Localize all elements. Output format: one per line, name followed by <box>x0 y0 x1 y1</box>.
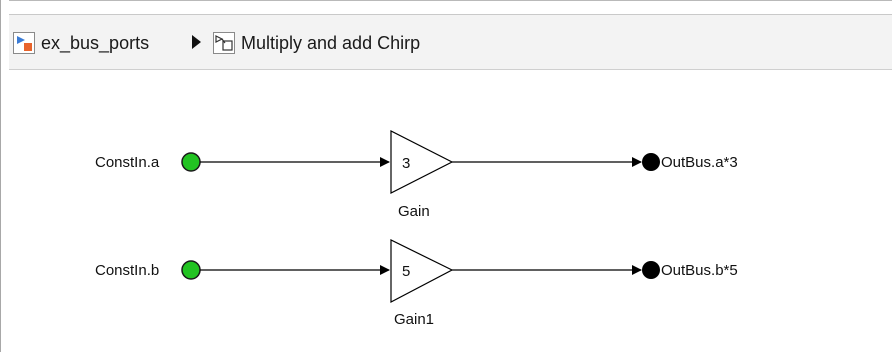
inport-b-port-icon[interactable] <box>181 260 201 280</box>
signal-row-b: ConstIn.b 5 Gain1 OutBus.b*5 <box>95 239 738 328</box>
inport-a-port-icon[interactable] <box>181 152 201 172</box>
window-top-edge <box>9 0 892 9</box>
outport-label-b: OutBus.b*5 <box>661 262 738 279</box>
inport-label-b: ConstIn.b <box>95 262 159 279</box>
signal-row-a: ConstIn.a 3 Gain OutBus.a*3 <box>95 130 738 220</box>
breadcrumb-root-label: ex_bus_ports <box>41 32 150 53</box>
breadcrumb: ex_bus_ports Multiply and add Chirp <box>9 14 892 70</box>
block-diagram: ConstIn.a 3 Gain OutBus.a*3 ConstIn.b 5 … <box>95 130 738 328</box>
gain-value-a: 3 <box>402 155 410 172</box>
gain-label-b: Gain1 <box>394 311 434 328</box>
breadcrumb-item-current[interactable]: Multiply and add Chirp <box>213 29 420 57</box>
breadcrumb-item-root[interactable]: ex_bus_ports <box>13 29 149 57</box>
inport-label-a: ConstIn.a <box>95 154 160 171</box>
outport-a-port-icon[interactable] <box>642 153 660 171</box>
breadcrumb-arrow-icon <box>192 35 201 49</box>
outport-b-port-icon[interactable] <box>642 261 660 279</box>
outport-label-a: OutBus.a*3 <box>661 154 738 171</box>
subsystem-icon <box>213 32 235 54</box>
gain-value-b: 5 <box>402 263 410 280</box>
breadcrumb-current-label: Multiply and add Chirp <box>241 32 421 53</box>
gain-label-a: Gain <box>398 203 430 220</box>
gain-block-b[interactable] <box>390 239 454 303</box>
gain-block-a[interactable] <box>390 130 454 194</box>
diagram-canvas[interactable]: ConstIn.a 3 Gain OutBus.a*3 ConstIn.b 5 … <box>9 70 892 352</box>
model-icon <box>13 32 35 54</box>
